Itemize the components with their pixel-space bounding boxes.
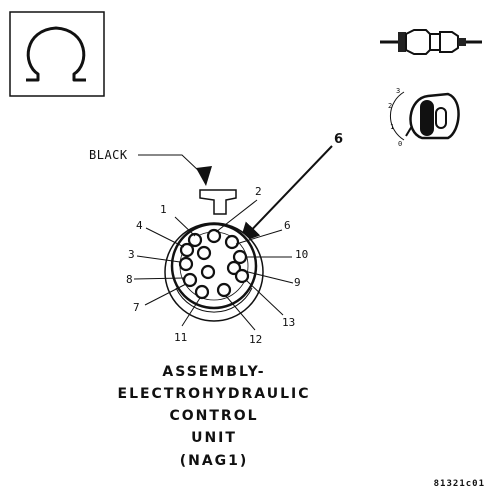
pin-cavity-2	[206, 228, 222, 244]
callout-number: 6	[334, 132, 343, 147]
pin-leader-lines	[133, 199, 294, 331]
ohm-symbol-box	[9, 11, 105, 97]
pin-cavity-8	[182, 272, 198, 288]
pin-label-2: 2	[255, 185, 262, 198]
title-line-2: ELECTROHYDRAULIC	[118, 386, 311, 402]
key-position-2: 2	[388, 102, 392, 110]
key-position-1: 1	[390, 123, 394, 131]
callout-6: 6	[239, 132, 343, 243]
pin-cavity-6	[224, 234, 240, 250]
pin-cavity-1	[187, 232, 203, 248]
pin-label-8: 8	[126, 273, 133, 286]
title-line-5: (NAG1)	[180, 453, 249, 469]
pin-cavity-4	[179, 242, 195, 258]
pin-label-6: 6	[284, 219, 291, 232]
pin-label-11: 11	[174, 331, 187, 344]
pin-cavity-3	[178, 256, 194, 272]
pin-label-7: 7	[133, 301, 140, 314]
title-line-1: ASSEMBLY-	[162, 364, 265, 380]
connector-body	[164, 189, 264, 322]
ignition-key-icon: 3 2 1 0	[388, 87, 460, 148]
key-position-0: 0	[398, 140, 402, 148]
pin-cavities	[178, 228, 250, 300]
pin-label-3: 3	[128, 248, 135, 261]
pin-label-4: 4	[136, 219, 143, 232]
connector-pair-icon	[380, 29, 482, 55]
title-line-3: CONTROL	[169, 408, 258, 424]
pin-labels: 1 2 4 6 3 10 8 9 7 13 11 12	[126, 185, 308, 346]
pin-cavity-11	[194, 284, 210, 300]
pin-label-13: 13	[282, 316, 295, 329]
black-wire-label: BLACK	[89, 148, 212, 186]
wire-color-label: BLACK	[89, 148, 128, 162]
pin-label-9: 9	[294, 276, 301, 289]
ohm-omega-icon	[26, 26, 86, 82]
pin-label-1: 1	[160, 203, 167, 216]
component-title: ASSEMBLY- ELECTROHYDRAULIC CONTROL UNIT …	[118, 364, 311, 469]
figure-id: 81321c01	[434, 479, 485, 489]
title-line-4: UNIT	[191, 430, 237, 446]
pin-cavity-14	[200, 264, 216, 280]
key-position-3: 3	[396, 87, 400, 95]
pin-label-10: 10	[295, 248, 308, 261]
pin-cavity-12	[216, 282, 232, 298]
pin-cavity-5	[196, 245, 212, 261]
pin-label-12: 12	[249, 333, 262, 346]
